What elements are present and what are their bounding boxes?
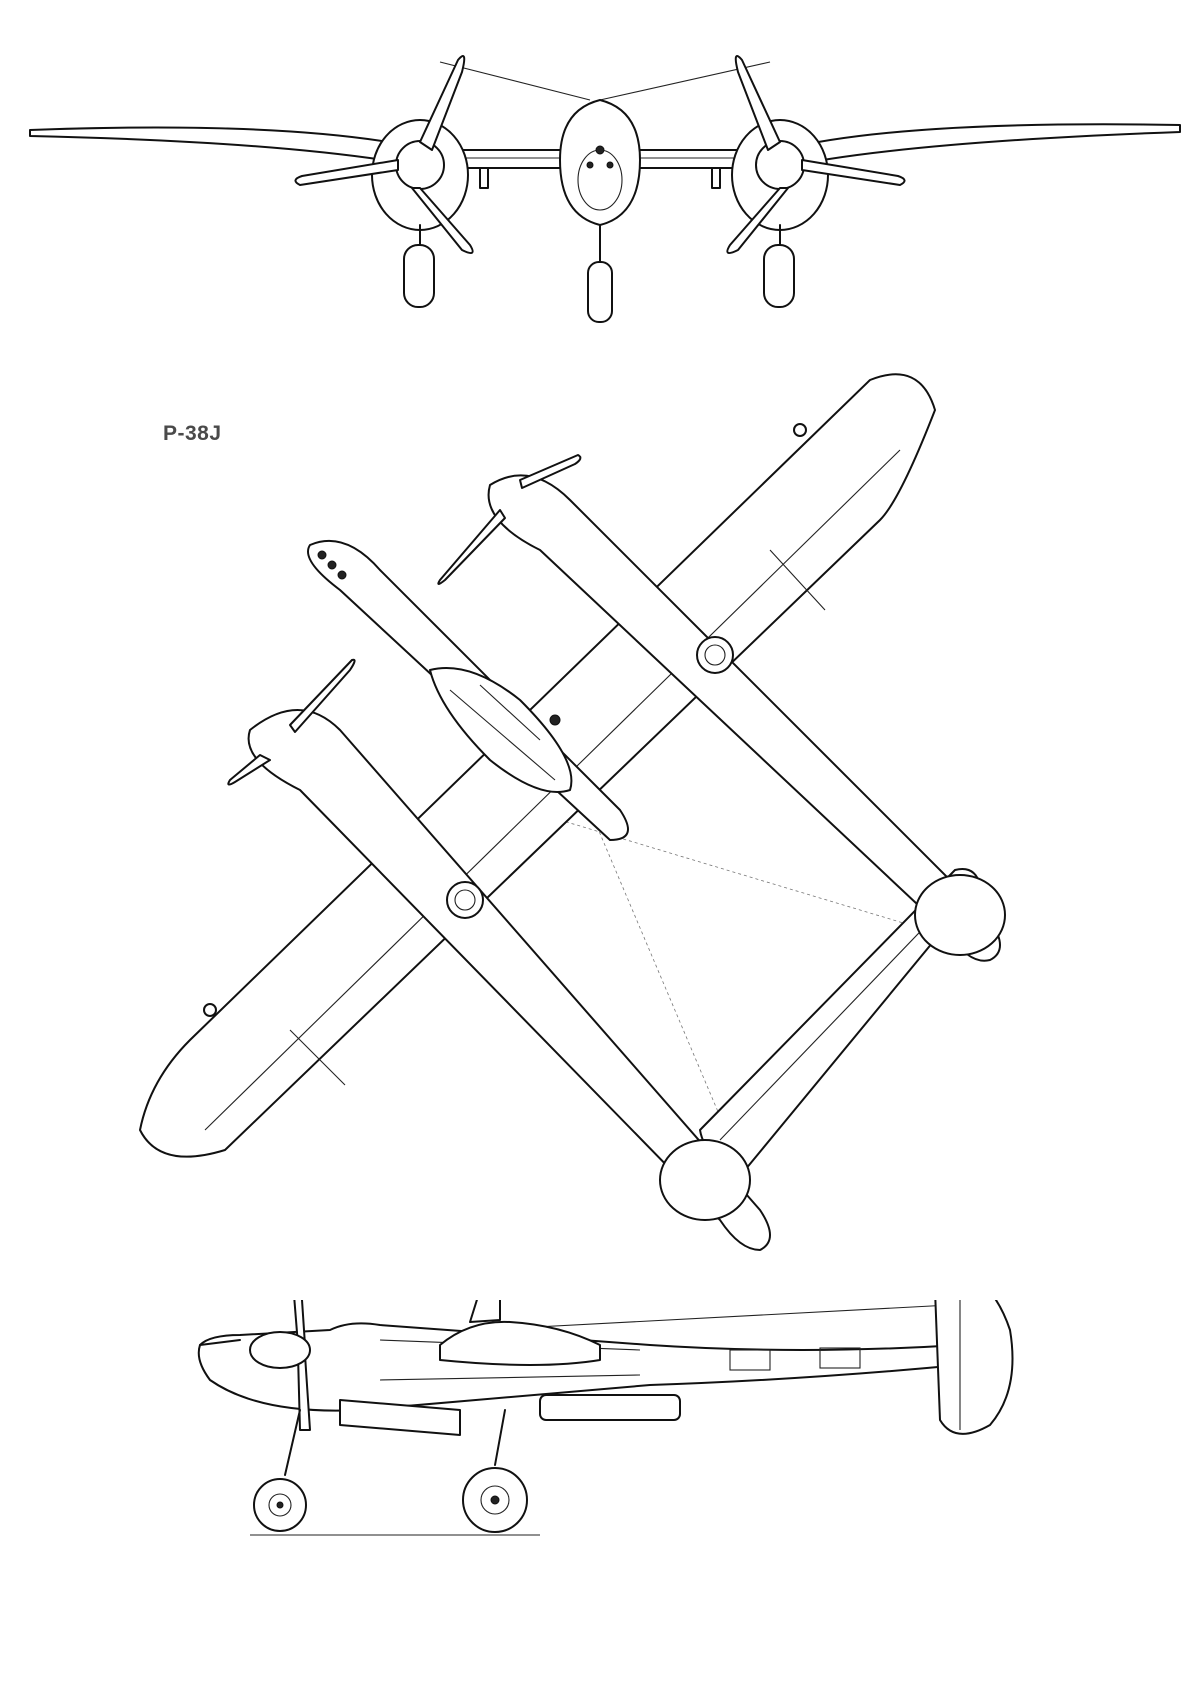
right-prop-blade xyxy=(437,509,506,585)
left-fin xyxy=(659,1139,751,1221)
left-main-wheel xyxy=(403,244,435,308)
front-view xyxy=(0,0,1200,340)
right-prop-blade xyxy=(726,187,789,255)
central-nacelle xyxy=(559,99,641,226)
left-prop-blade xyxy=(411,187,474,255)
left-prop-blade xyxy=(294,159,399,186)
spinner xyxy=(249,1331,311,1369)
right-prop-blade xyxy=(734,55,781,151)
drop-tank xyxy=(539,1394,681,1421)
left-prop-blade xyxy=(227,754,271,786)
left-prop-blade xyxy=(289,658,356,733)
tail-fin xyxy=(934,1264,1014,1435)
right-prop-blade xyxy=(519,454,582,489)
nose-wheel xyxy=(587,261,613,323)
radiator xyxy=(339,1399,461,1436)
right-main-wheel xyxy=(763,244,795,308)
front-view-drawing xyxy=(29,55,1181,323)
side-view xyxy=(0,1264,1200,1679)
plan-view xyxy=(0,340,1200,1300)
right-prop-blade xyxy=(801,159,906,186)
plan-view-drawing xyxy=(139,373,1006,1251)
left-prop-blade xyxy=(419,55,466,151)
left-spinner xyxy=(395,140,445,190)
aircraft-designation: P-38J xyxy=(163,422,222,445)
wing xyxy=(29,123,1181,169)
cockpit-canopy xyxy=(429,667,573,793)
canopy-hatch xyxy=(469,1287,501,1323)
right-fin xyxy=(914,874,1006,956)
right-boom xyxy=(487,474,1001,962)
cockpit-canopy xyxy=(439,1320,601,1366)
right-spinner xyxy=(755,140,805,190)
side-view-drawing xyxy=(197,1264,1014,1536)
